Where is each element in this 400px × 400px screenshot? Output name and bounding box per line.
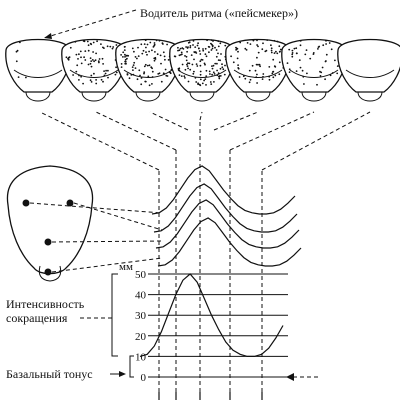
y-tick-40: 40 <box>135 290 147 302</box>
electrode-point-1 <box>22 199 30 207</box>
projection-diagonal-6 <box>229 111 315 151</box>
series-line <box>139 273 284 357</box>
stomach-outline-6 <box>281 38 347 102</box>
electrode-leader-2 <box>73 202 163 231</box>
y-tick-10: 10 <box>135 351 147 363</box>
stomach-outline-3 <box>115 38 181 102</box>
basal-tone-label: Базальный тонус <box>6 367 93 381</box>
wave-trace-3 <box>155 199 300 249</box>
electrode-leader-3 <box>51 240 163 243</box>
basal-tone-bracket <box>129 355 134 378</box>
basal-tone-arrowhead <box>119 371 126 377</box>
pacemaker-leader-line <box>43 9 137 39</box>
intensity-label-line1: Интенсивность <box>6 297 85 311</box>
projection-lines <box>39 111 371 392</box>
electrode-point-2 <box>66 199 74 207</box>
chart-gridlines <box>148 273 288 378</box>
electrode-point-4 <box>44 268 52 276</box>
stomach-outline-5 <box>225 38 291 102</box>
intensity-bracket <box>111 273 118 357</box>
stacked-wave-traces <box>151 165 302 267</box>
projection-diagonal-1 <box>39 111 160 171</box>
y-tick-20: 20 <box>135 331 147 343</box>
stomach-outline-7 <box>337 38 400 102</box>
stomach-outline-row <box>5 38 400 102</box>
intensity-label-line2: сокращения <box>6 311 68 325</box>
wave-trace-4 <box>157 217 302 267</box>
y-tick-labels: 0 10 20 30 40 50 <box>135 269 147 384</box>
stomach-outline-1 <box>5 38 71 102</box>
pacemaker-label: Водитель ритма («пейсмекер») <box>140 6 298 20</box>
stomach-outline-4 <box>169 38 235 102</box>
wave-trace-2 <box>153 183 298 233</box>
pacemaker-leader-arrowhead <box>44 33 52 39</box>
y-tick-30: 30 <box>135 310 147 322</box>
y-tick-50: 50 <box>135 269 147 281</box>
projection-diagonal-3 <box>149 111 189 131</box>
projection-diagonal-2 <box>95 111 177 151</box>
time-axis-ticks <box>158 392 263 400</box>
projection-diagonal-5 <box>213 111 259 131</box>
projection-diagonal-7 <box>261 111 371 171</box>
contraction-chart: 0 10 20 30 40 50 мм <box>119 261 288 384</box>
right-baseline-arrowhead <box>286 373 294 381</box>
stomach-outline-2 <box>61 38 127 102</box>
electrode-leader-4 <box>51 257 163 273</box>
y-unit-label: мм <box>119 261 133 273</box>
projection-diagonal-4 <box>199 111 203 121</box>
electrode-point-3 <box>44 238 52 246</box>
large-stomach-outline <box>6 165 94 282</box>
wave-trace-1 <box>151 165 296 215</box>
electrode-leader-1 <box>29 202 163 214</box>
y-tick-0: 0 <box>141 372 147 384</box>
